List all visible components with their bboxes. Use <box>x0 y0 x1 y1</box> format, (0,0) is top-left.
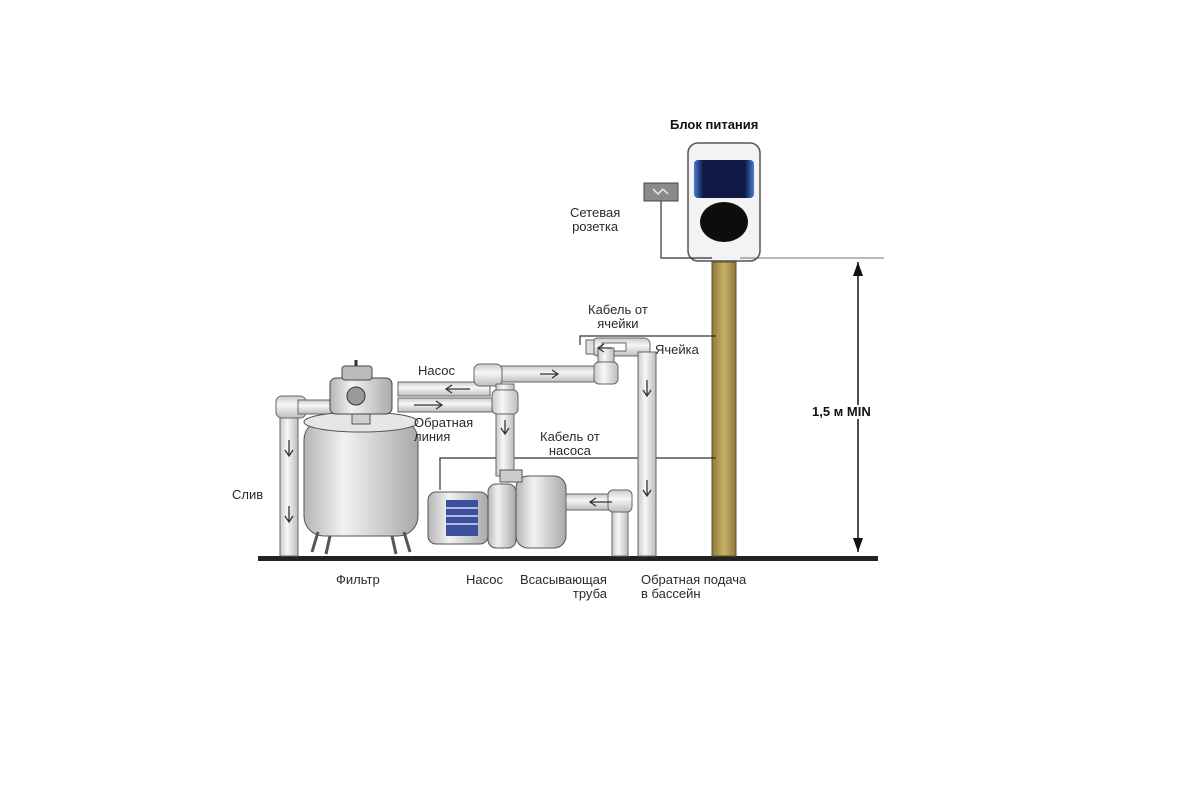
suction-label-line-2: труба <box>572 586 607 601</box>
pump-cable-label-line-2: насоса <box>548 443 591 458</box>
cell-cable-label-line-1: Кабель от <box>588 302 648 317</box>
suction-label-line-1: Всасывающая <box>520 572 607 587</box>
socket-label-line-1: Сетевая <box>570 205 621 220</box>
socket-icon <box>643 182 679 202</box>
multiport-valve <box>329 360 393 415</box>
socket-label: Сетевая розетка <box>570 206 620 234</box>
pool-return-label-line-1: Обратная подача <box>641 572 747 587</box>
ground-line <box>258 556 878 561</box>
pool-return-label-line-2: в бассейн <box>641 586 701 601</box>
pump-line-pipe <box>397 381 491 397</box>
power-unit <box>687 142 761 262</box>
pump-body <box>427 469 567 549</box>
height-label: 1,5 м MIN <box>812 404 871 419</box>
flow-arrows <box>284 343 652 524</box>
return-line-label-line-1: Обратная <box>414 415 474 430</box>
pool-return-pipe <box>637 351 657 557</box>
pump-cable-label: Кабель от насоса <box>540 430 600 458</box>
power-unit-screen <box>694 160 754 198</box>
cell-label: Ячейка <box>655 342 699 357</box>
suction-elbow <box>607 489 633 513</box>
socket-label-line-2: розетка <box>572 219 619 234</box>
drain-pipe <box>279 399 299 557</box>
elbow-right <box>491 389 519 415</box>
return-line-pipe <box>397 397 503 413</box>
cell-cable-label-line-2: ячейки <box>597 316 639 331</box>
power-unit-dial <box>700 202 748 242</box>
drain-label: Слив <box>232 487 264 502</box>
filter-label: Фильтр <box>336 572 380 587</box>
pump-line-label: Насос <box>418 363 455 378</box>
cell-cable <box>579 335 716 345</box>
pump-label: Насос <box>466 572 503 587</box>
return-line-label: Обратная линия <box>414 416 473 444</box>
elbow-top <box>473 363 503 387</box>
pump-cable-label-line-1: Кабель от <box>540 429 600 444</box>
suction-label: Всасывающая труба <box>520 573 607 601</box>
mounting-pole <box>711 261 737 557</box>
elbow-cell <box>593 361 619 385</box>
return-line-label-line-2: линия <box>414 429 451 444</box>
filter-tank <box>303 409 419 555</box>
socket-wire <box>660 201 712 259</box>
pool-return-label: Обратная подача в бассейн <box>641 573 746 601</box>
power-unit-label: Блок питания <box>670 117 759 132</box>
pump-cable <box>439 457 716 460</box>
drain-connector <box>297 399 335 415</box>
cell-cable-label: Кабель от ячейки <box>588 303 648 331</box>
